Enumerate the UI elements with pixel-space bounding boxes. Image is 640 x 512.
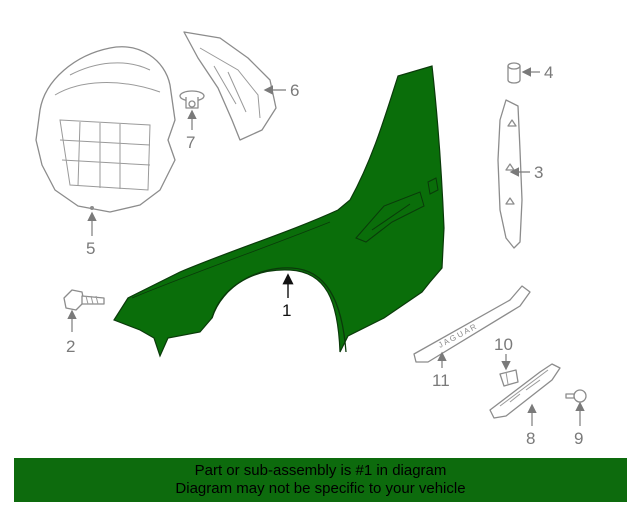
- callout-9[interactable]: 9: [574, 429, 583, 448]
- side-lamp-part-8[interactable]: [489, 363, 561, 419]
- callout-2[interactable]: 2: [66, 337, 75, 356]
- callout-6[interactable]: 6: [290, 81, 299, 100]
- parts-diagram: J A G U A R 1 2 3 4 5 6 7 8 9 10 11: [35, 31, 587, 448]
- callout-1[interactable]: 1: [282, 301, 291, 320]
- callout-10[interactable]: 10: [494, 335, 513, 354]
- fender-liner-part-5[interactable]: [35, 46, 176, 213]
- callout-11[interactable]: 11: [432, 371, 450, 390]
- banner-line-1: Part or sub-assembly is #1 in diagram: [194, 462, 447, 479]
- callout-8[interactable]: 8: [526, 429, 535, 448]
- clip-part-7[interactable]: [179, 90, 205, 109]
- front-fender-part-1[interactable]: [113, 65, 445, 358]
- callout-5[interactable]: 5: [86, 239, 95, 258]
- splash-shield-part-6[interactable]: [183, 31, 277, 141]
- nut-part-10[interactable]: [499, 369, 519, 387]
- disclaimer-banner: Part or sub-assembly is #1 in diagram Di…: [14, 458, 627, 502]
- cap-part-4[interactable]: [507, 62, 521, 84]
- bracket-part-3[interactable]: [497, 99, 523, 249]
- banner-line-2: Diagram may not be specific to your vehi…: [175, 480, 466, 497]
- callout-3[interactable]: 3: [534, 163, 543, 182]
- bolt-part-2[interactable]: [63, 289, 105, 311]
- callout-4[interactable]: 4: [544, 63, 553, 82]
- screw-part-9[interactable]: [565, 389, 587, 403]
- callout-7[interactable]: 7: [186, 133, 195, 152]
